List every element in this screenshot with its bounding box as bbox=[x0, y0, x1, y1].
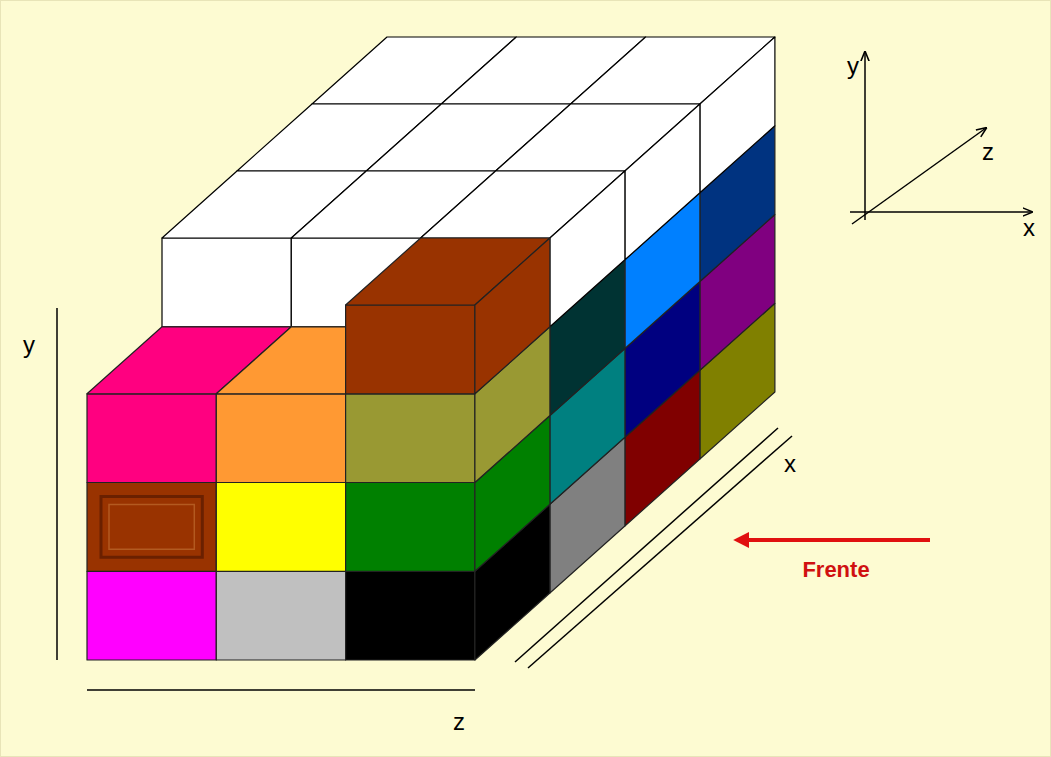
cube-front-face bbox=[346, 483, 475, 572]
direction-label: Frente bbox=[802, 559, 869, 581]
cube-front-face bbox=[346, 571, 475, 660]
dimension-line bbox=[528, 436, 792, 668]
dimension-label: z bbox=[453, 710, 465, 734]
dimension-line bbox=[87, 689, 475, 691]
cube-grid bbox=[87, 37, 775, 660]
cube-front-face bbox=[87, 394, 216, 483]
cube-side-face bbox=[700, 37, 775, 193]
dimension-line bbox=[515, 428, 778, 662]
cube-front-face bbox=[87, 483, 216, 572]
cube-front-face bbox=[346, 305, 475, 394]
cube-side-face bbox=[625, 104, 700, 260]
cube-front-face bbox=[162, 238, 291, 327]
cube-inset bbox=[101, 497, 202, 558]
dimension-label: y bbox=[23, 333, 35, 357]
axis-label: x bbox=[1023, 216, 1035, 240]
dimension-line bbox=[56, 308, 58, 660]
front-arrow bbox=[746, 538, 930, 542]
axis-gizmo bbox=[850, 52, 1032, 224]
dimension-label: x bbox=[784, 452, 796, 476]
cube-front-face bbox=[216, 483, 345, 572]
axis-label: z bbox=[982, 140, 994, 164]
cube-side-face bbox=[475, 238, 550, 394]
cube-side-face bbox=[550, 171, 625, 327]
cube-front-face bbox=[216, 571, 345, 660]
axis-label: y bbox=[847, 54, 859, 78]
cube-inset bbox=[109, 505, 194, 550]
cube-front-face bbox=[87, 571, 216, 660]
cube-front-face bbox=[346, 394, 475, 483]
cube-front-face bbox=[216, 394, 345, 483]
